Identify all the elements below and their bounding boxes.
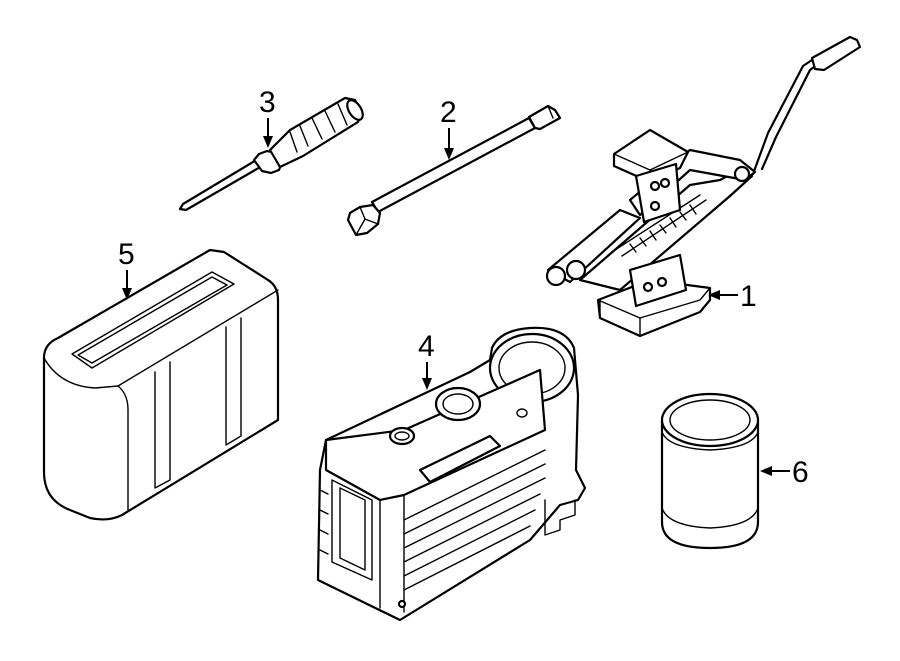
screwdriver-icon (178, 96, 364, 212)
callout-6-label: 6 (792, 456, 809, 489)
callout-3: 3 (259, 86, 276, 148)
callout-6: 6 (760, 456, 809, 489)
tire-inflator-compressor-icon (316, 326, 587, 622)
storage-case-icon (42, 248, 280, 521)
callout-2: 2 (440, 96, 457, 160)
scissor-jack-icon (545, 35, 862, 338)
sealant-canister-icon (660, 392, 760, 550)
callout-4-label: 4 (418, 330, 435, 363)
jack-handle-extension-icon (346, 104, 562, 237)
callout-4: 4 (418, 330, 435, 390)
callout-1-label: 1 (740, 280, 757, 313)
callout-3-label: 3 (259, 86, 276, 119)
callout-2-label: 2 (440, 96, 457, 129)
callout-5-label: 5 (118, 238, 135, 271)
callout-1: 1 (708, 280, 757, 313)
callout-5: 5 (118, 238, 135, 300)
